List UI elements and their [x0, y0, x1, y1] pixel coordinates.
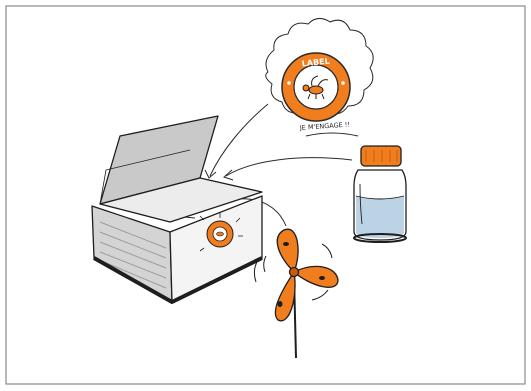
open-cardboard-box-icon	[91, 115, 263, 304]
jar-water	[356, 196, 404, 238]
arrows	[182, 103, 353, 227]
pinwheel-hub	[288, 266, 300, 278]
arrow-jar-to-box	[225, 157, 353, 177]
motion-lines	[253, 243, 333, 301]
pinwheel-blade-right	[293, 265, 339, 288]
badge-slogan-text: JE M'ENGAGE !!	[299, 121, 351, 133]
bee-icon	[302, 75, 329, 100]
jar-with-water-icon	[353, 145, 407, 243]
pinwheel-icon	[253, 228, 339, 359]
frame-border	[5, 5, 526, 385]
box-label-badge-icon	[199, 213, 243, 252]
pinwheel-blade-top	[276, 228, 299, 273]
box-inner	[99, 177, 263, 223]
badge-label-text: LABEL	[301, 57, 330, 69]
badge-halo	[265, 18, 374, 118]
pinwheel-blade-left	[274, 271, 296, 322]
jar-lid	[360, 145, 402, 167]
label-badge-icon: LABEL JE M'ENGAGE !!	[265, 18, 374, 137]
box-shadow	[93, 256, 263, 304]
arrow-badge-to-box	[209, 103, 269, 177]
badge-underline	[305, 132, 359, 137]
